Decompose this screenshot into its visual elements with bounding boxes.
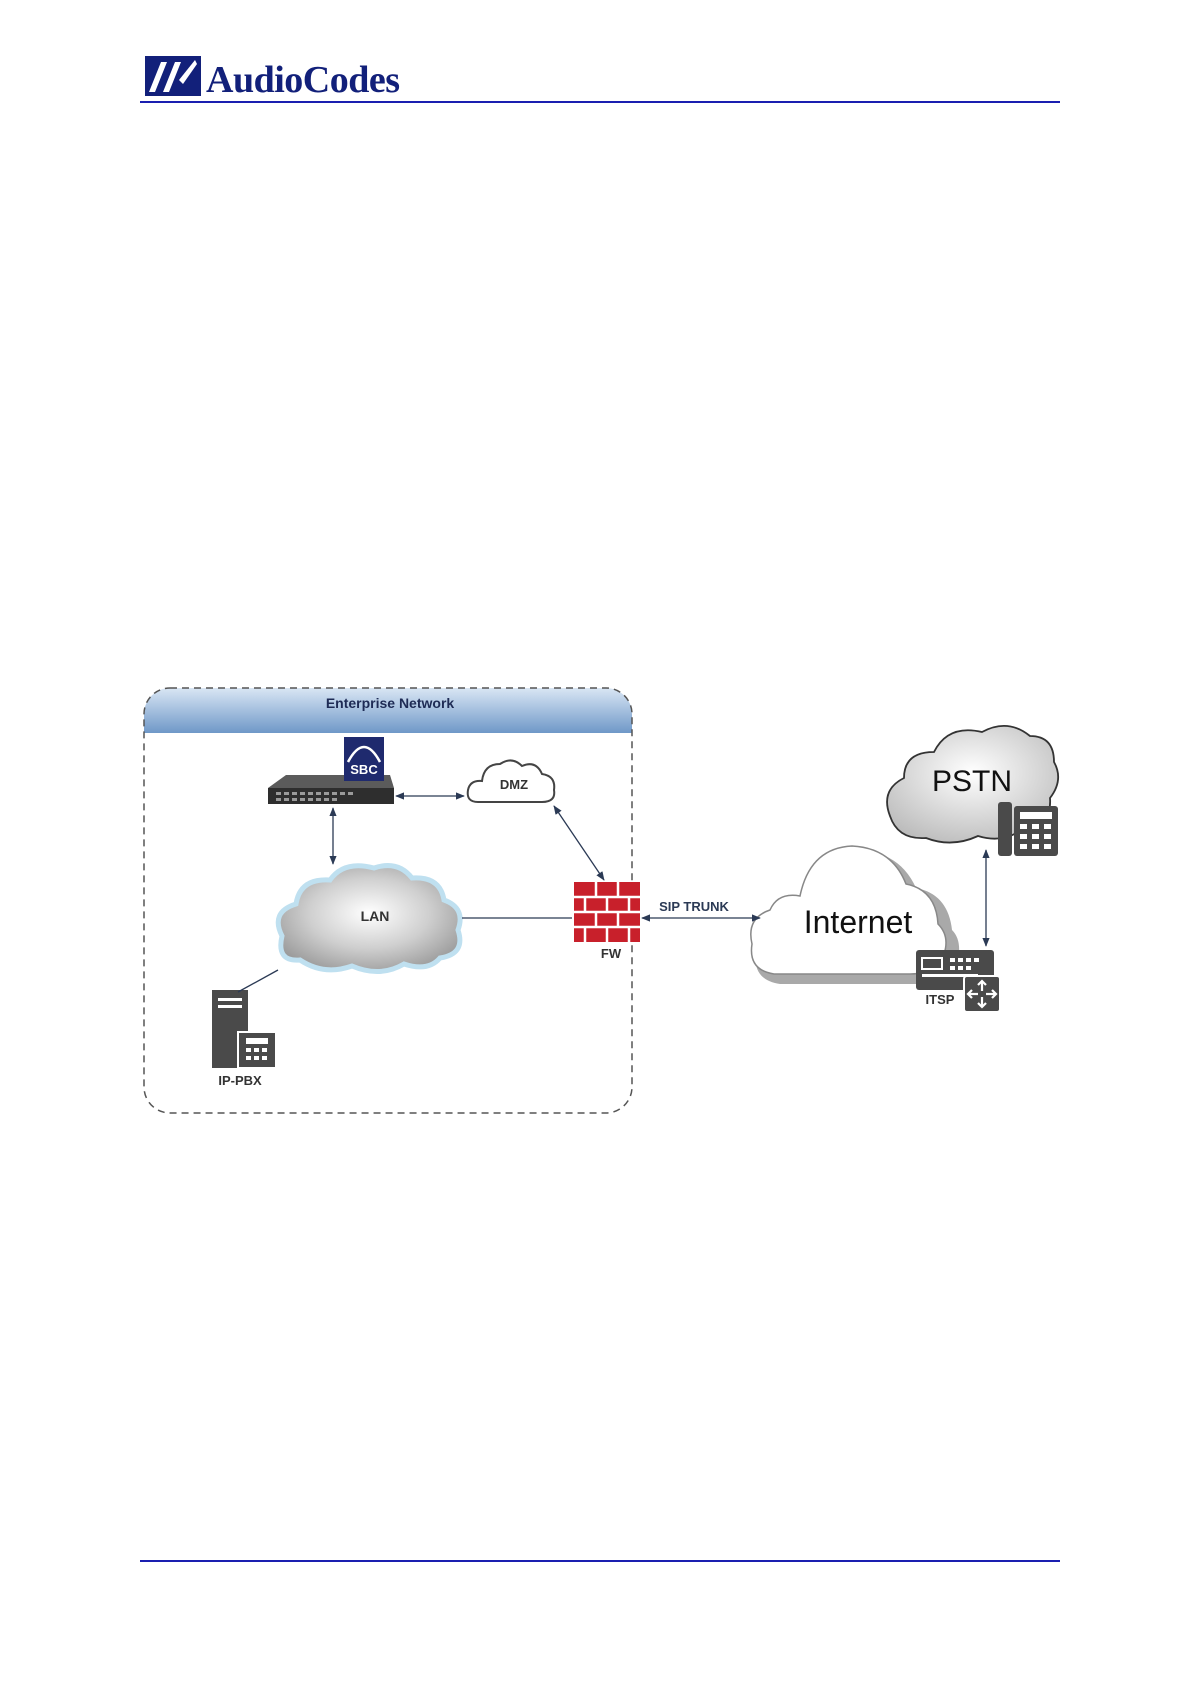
- phone-icon: [998, 802, 1058, 856]
- dmz-label: DMZ: [500, 777, 528, 792]
- internet-label: Internet: [804, 904, 913, 940]
- itsp-device-icon: ITSP: [916, 950, 1000, 1012]
- lan-cloud-icon: LAN: [278, 866, 460, 972]
- firewall-icon: FW: [574, 882, 640, 961]
- itsp-label: ITSP: [926, 992, 955, 1007]
- dmz-cloud-icon: DMZ: [468, 760, 555, 802]
- pstn-label: PSTN: [932, 765, 1012, 798]
- dmz-fw-link: [554, 806, 604, 880]
- ip-pbx-icon: IP-PBX: [212, 990, 276, 1088]
- sbc-device-icon: SBC: [268, 737, 394, 804]
- lan-pbx-link: [238, 970, 278, 992]
- fw-label: FW: [601, 946, 622, 961]
- lan-label: LAN: [361, 908, 390, 924]
- enterprise-network-title: Enterprise Network: [326, 695, 455, 711]
- sip-trunk-label: SIP TRUNK: [659, 899, 729, 914]
- sbc-badge-label: SBC: [350, 762, 378, 777]
- ip-pbx-label: IP-PBX: [218, 1073, 262, 1088]
